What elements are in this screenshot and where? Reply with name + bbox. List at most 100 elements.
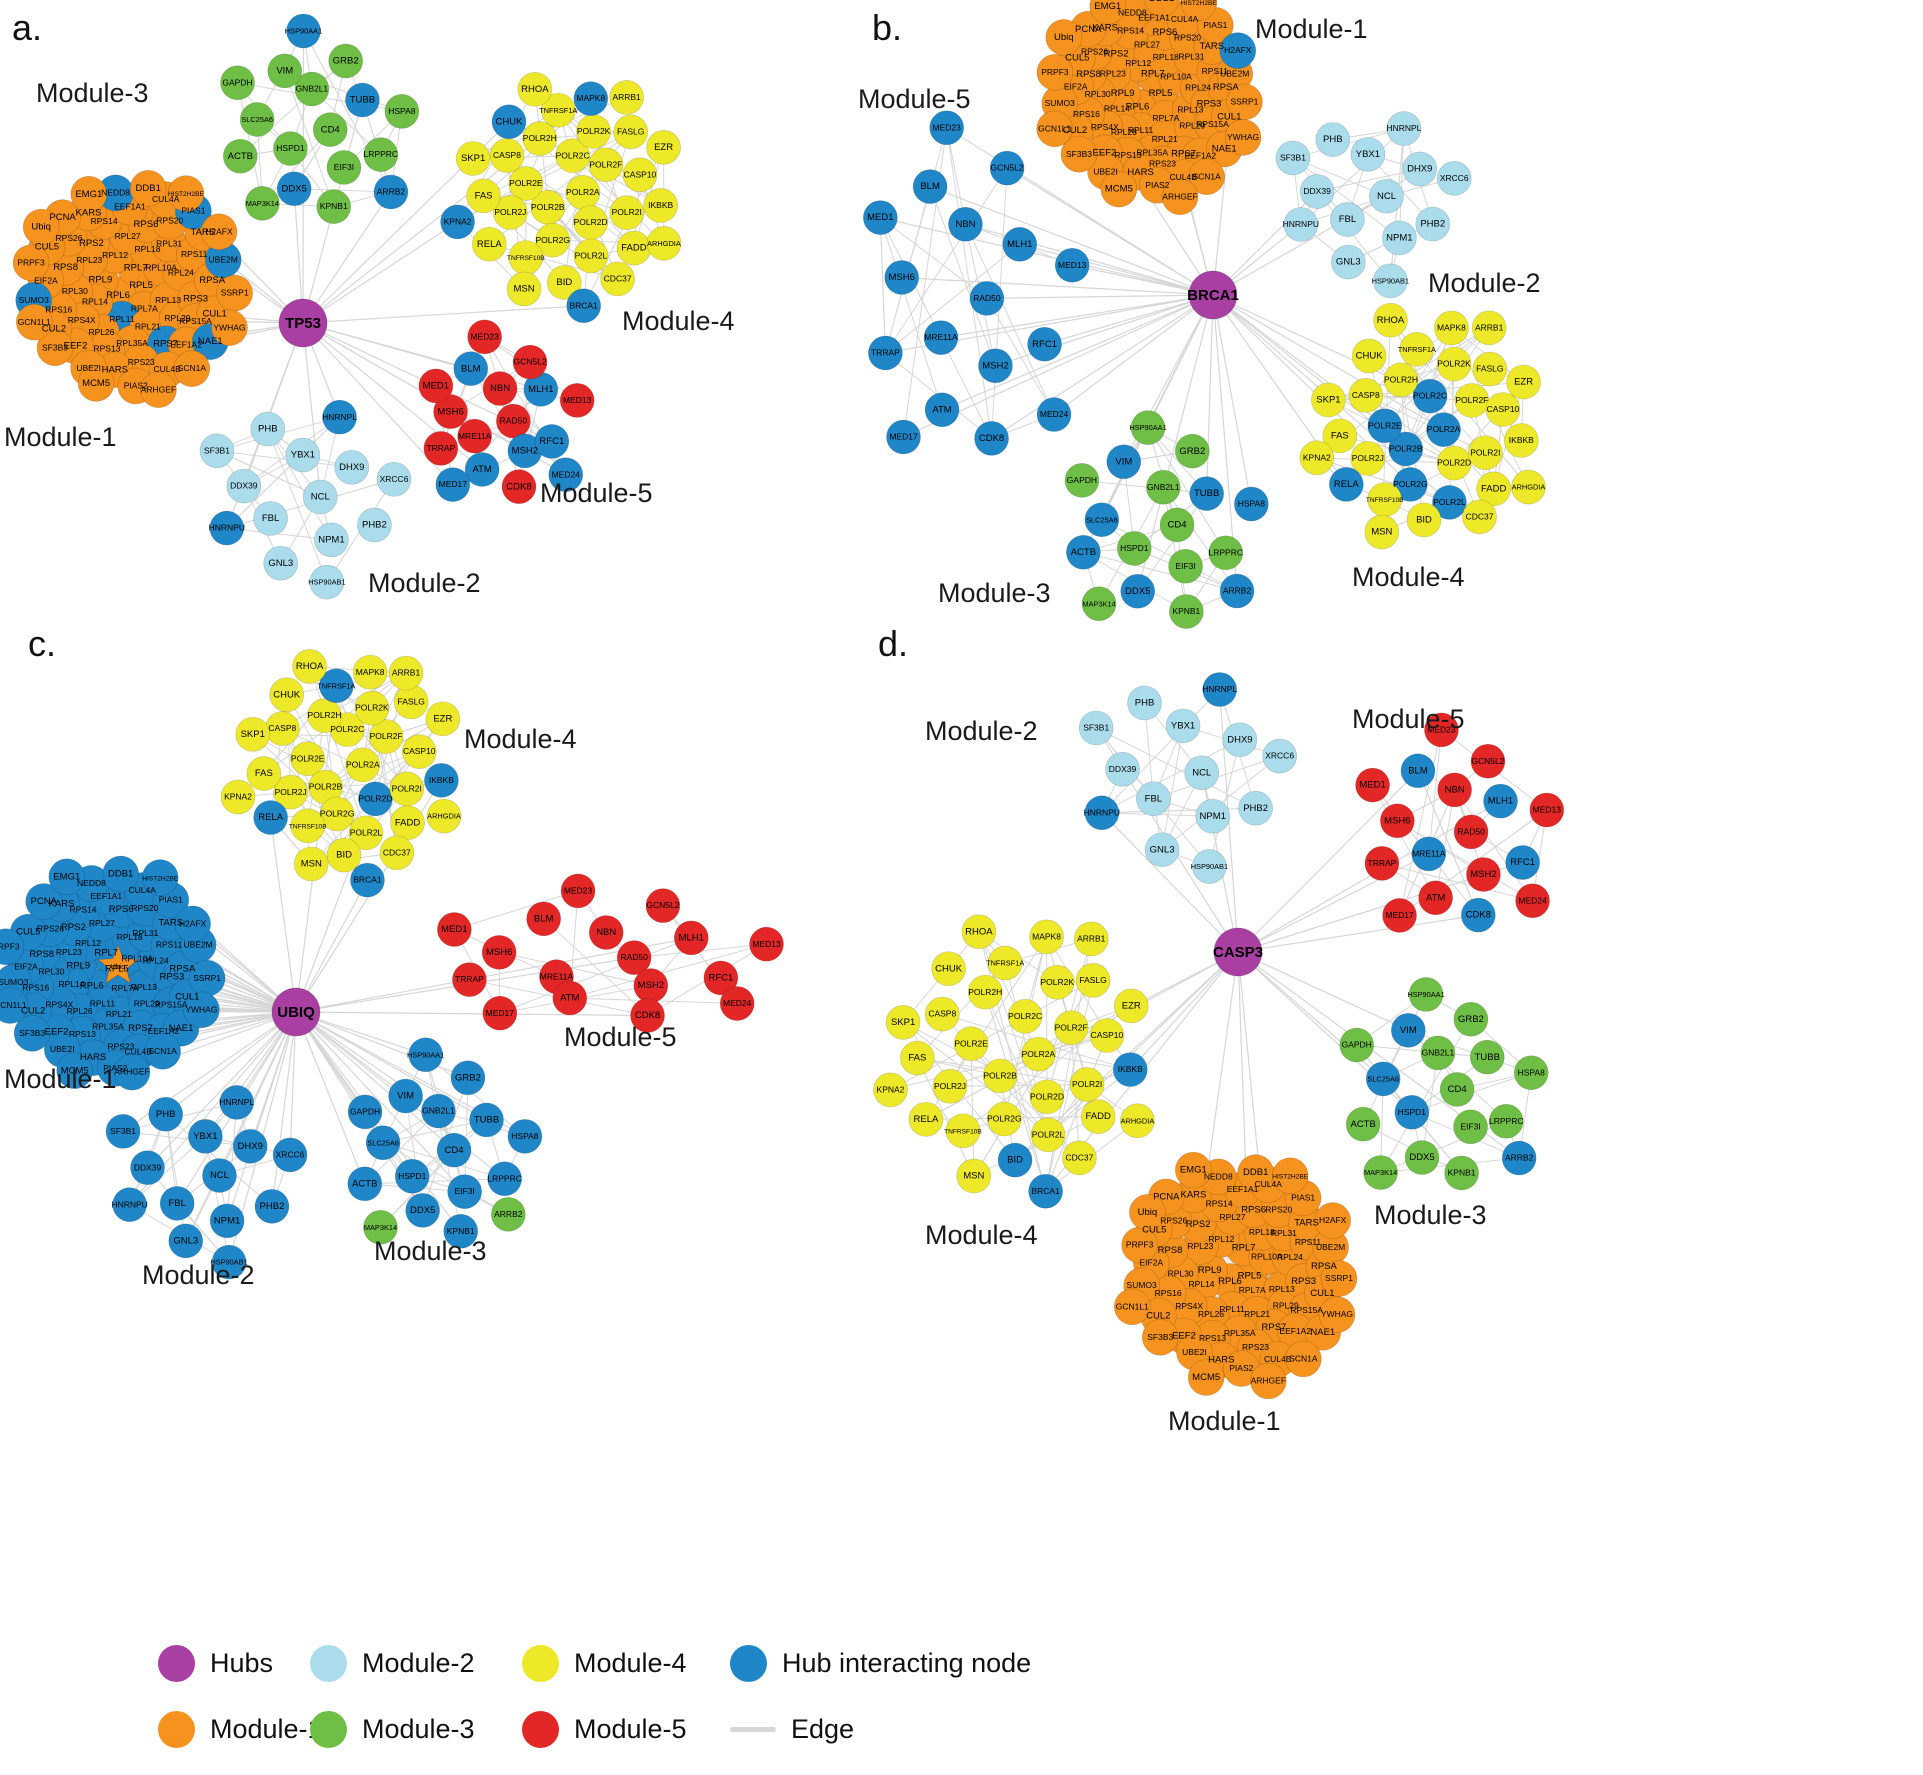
network-node [673, 920, 709, 956]
hub-edge [295, 1011, 487, 1121]
network-node [613, 114, 649, 150]
network-node [1224, 118, 1262, 156]
network-node [1415, 206, 1451, 242]
network-node [469, 1102, 504, 1138]
legend-item-hubs: Hubs [158, 1644, 310, 1682]
network-node [1075, 963, 1111, 998]
module5-swatch-icon [522, 1710, 559, 1748]
network-node [263, 545, 299, 581]
module-label: Module-3 [36, 78, 149, 108]
network-node [220, 779, 256, 815]
network-node [1439, 1072, 1475, 1107]
network-node [703, 960, 739, 996]
network-node [389, 771, 425, 807]
edge [970, 1043, 975, 1176]
network-node [1045, 18, 1083, 56]
network-node [112, 1187, 147, 1223]
network-node [148, 1096, 184, 1132]
hub-edge [204, 1011, 297, 1137]
edge [267, 428, 328, 583]
network-node [379, 835, 415, 871]
edge [204, 1136, 230, 1263]
network-node [1365, 1061, 1401, 1097]
module-label: Module-3 [938, 578, 1051, 608]
panel-letter: a. [12, 7, 42, 48]
network-node [1453, 1001, 1489, 1037]
hub-edge [165, 1011, 297, 1115]
network-node [226, 468, 262, 504]
network-node [507, 1118, 543, 1154]
network-node [1444, 1155, 1479, 1191]
network-node [1348, 378, 1384, 413]
network-node [440, 204, 475, 240]
network-node [1483, 783, 1518, 819]
module-label: Module-2 [368, 568, 481, 598]
network-node [1188, 158, 1226, 196]
network-node [1113, 988, 1149, 1024]
network-node [211, 309, 248, 347]
network-node [453, 351, 489, 387]
network-node [1007, 998, 1043, 1034]
edge [1081, 479, 1207, 495]
network-node [1412, 378, 1448, 414]
network-node [1460, 897, 1496, 933]
legend-item-module-2: Module-2 [310, 1644, 522, 1682]
network-node [1073, 921, 1109, 957]
network-node [209, 1203, 245, 1239]
module-label: Module-1 [1255, 14, 1368, 44]
network-node [12, 244, 50, 282]
edge [226, 527, 332, 541]
network-node [22, 208, 60, 246]
network-node [1315, 122, 1351, 157]
hub-edge [946, 127, 1214, 296]
network-node [447, 1174, 482, 1209]
network-node [646, 130, 681, 165]
hub-edge [1206, 294, 1214, 494]
network-node [1062, 1140, 1097, 1176]
network-node [512, 344, 548, 380]
network-node [982, 1058, 1018, 1094]
network-node [140, 371, 177, 409]
network-node [1411, 836, 1447, 872]
edge-swatch-icon [730, 1726, 776, 1732]
network-node [1462, 499, 1497, 535]
module-label: Module-5 [1352, 704, 1465, 734]
module-label: Module-5 [564, 1022, 677, 1052]
network-node [1100, 170, 1138, 208]
network-node [643, 188, 679, 223]
network-node [987, 1101, 1022, 1137]
network-node [437, 912, 472, 947]
network-node [1470, 743, 1506, 779]
edge [1208, 739, 1241, 867]
network-node [1238, 790, 1273, 826]
network-node [953, 1026, 989, 1062]
network-node [1404, 1140, 1440, 1175]
network-node [1314, 1202, 1352, 1239]
network-node [363, 137, 399, 172]
module-label: Module-3 [374, 1236, 487, 1266]
network-node [1226, 83, 1263, 121]
network-node [1195, 798, 1231, 834]
network-node [1436, 346, 1472, 382]
network-node [884, 260, 920, 295]
network-node [368, 719, 404, 754]
hub-edge [965, 223, 1214, 296]
network-node [246, 756, 282, 791]
network-node [347, 1166, 383, 1202]
edge [216, 450, 321, 498]
network-node [1399, 331, 1435, 367]
network-node [200, 213, 238, 251]
edge [1372, 784, 1437, 899]
network-node [130, 1150, 165, 1186]
edge [1381, 862, 1533, 902]
legend-item-module-1: Module-1 [158, 1710, 323, 1748]
module-label: Module-2 [142, 1260, 255, 1290]
network-node [1488, 1103, 1524, 1139]
network-node [1112, 1052, 1148, 1087]
network-node [633, 968, 669, 1003]
network-node [1136, 781, 1171, 817]
network-node [1187, 1359, 1225, 1396]
network-node [199, 433, 235, 469]
edge [885, 243, 1021, 354]
network-node [1513, 1055, 1549, 1091]
